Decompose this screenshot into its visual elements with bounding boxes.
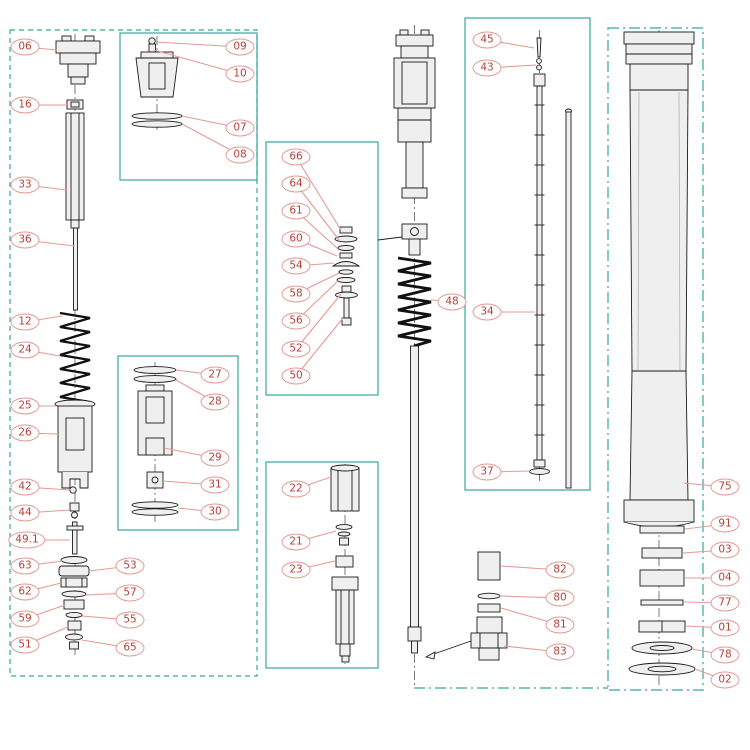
part-callout-21: 21 [281,533,311,551]
group-frame-2 [119,32,258,181]
part-callout-83: 83 [545,643,575,661]
group-frame-5 [265,461,379,669]
part-callout-61: 61 [281,202,311,220]
part-callout-48: 48 [437,293,467,311]
damper-head-part [393,29,436,199]
part-callout-22: 22 [281,480,311,498]
part-callout-12: 12 [10,313,40,331]
rebound-spring-part [397,256,432,348]
rod-joint-part [377,223,428,256]
part-callout-29: 29 [200,449,230,467]
part-callout-80: 80 [545,589,575,607]
part-callout-33: 33 [10,176,40,194]
part-callout-43: 43 [472,59,502,77]
group-frame-4 [265,141,379,396]
part-callout-03: 03 [710,541,740,559]
part-callout-10: 10 [225,65,255,83]
part-callout-50: 50 [281,367,311,385]
part-callout-63: 63 [10,557,40,575]
axle-parts [424,551,508,661]
fork-cap-part [55,35,101,85]
group-frame-6 [464,17,591,491]
part-callout-06: 06 [10,38,40,56]
part-callout-81: 81 [545,616,575,634]
part-callout-45: 45 [472,31,502,49]
valve-stack-detail-part [331,226,361,326]
group-frame-7 [607,27,704,691]
part-callout-51: 51 [10,636,40,654]
part-callout-62: 62 [10,583,40,601]
part-callout-49.1: 49.1 [8,531,46,549]
part-callout-52: 52 [281,340,311,358]
part-callout-37: 37 [472,463,502,481]
part-callout-55: 55 [115,611,145,629]
part-callout-26: 26 [10,424,40,442]
part-callout-01: 01 [710,619,740,637]
part-callout-75: 75 [710,478,740,496]
seal-stack-parts [58,556,90,650]
part-callout-25: 25 [10,397,40,415]
leader-line-52 [295,293,342,350]
part-callout-58: 58 [281,285,311,303]
part-callout-34: 34 [472,303,502,321]
leader-line-50 [295,317,344,377]
cartridge-part [54,399,96,489]
part-callout-82: 82 [545,561,575,579]
part-callout-64: 64 [281,175,311,193]
damper-rod-part [65,112,85,229]
push-rod-part [73,227,78,311]
adjuster-detail-part [330,464,360,663]
part-callout-57: 57 [115,584,145,602]
leader-line-66 [295,156,342,231]
outer-tube-part [623,31,695,528]
part-callout-16: 16 [10,96,40,114]
fork-spring-part [59,311,91,404]
part-callout-24: 24 [10,341,40,359]
part-drawings [54,25,696,688]
leader-lines [24,39,726,681]
part-callout-59: 59 [10,610,40,628]
part-callout-65: 65 [115,639,145,657]
part-callout-54: 54 [281,257,311,275]
needle-pushrod-part [529,37,572,489]
part-callout-07: 07 [225,119,255,137]
group-frame-3 [117,355,239,531]
tube-seal-parts [628,525,696,676]
small-valve-parts [66,486,84,555]
part-callout-36: 36 [10,231,40,249]
group-frame-1 [9,29,258,677]
part-callout-04: 04 [710,569,740,587]
piston-detail-part [131,366,179,516]
part-callout-27: 27 [200,366,230,384]
part-callout-53: 53 [115,557,145,575]
group-frames [9,17,704,691]
part-callout-78: 78 [710,646,740,664]
part-callout-91: 91 [710,515,740,533]
part-callout-56: 56 [281,312,311,330]
part-callout-28: 28 [200,393,230,411]
part-callout-09: 09 [225,38,255,56]
part-callout-30: 30 [200,503,230,521]
part-callout-23: 23 [281,561,311,579]
leader-line-64 [295,183,340,241]
part-callout-08: 08 [225,146,255,164]
part-callout-31: 31 [200,476,230,494]
part-callout-44: 44 [10,504,40,522]
part-callout-77: 77 [710,594,740,612]
part-callout-60: 60 [281,230,311,248]
stop-ring-part [66,99,84,110]
long-rod-part [407,345,422,654]
part-callout-42: 42 [10,478,40,496]
part-callout-66: 66 [281,148,311,166]
part-callout-02: 02 [710,671,740,689]
